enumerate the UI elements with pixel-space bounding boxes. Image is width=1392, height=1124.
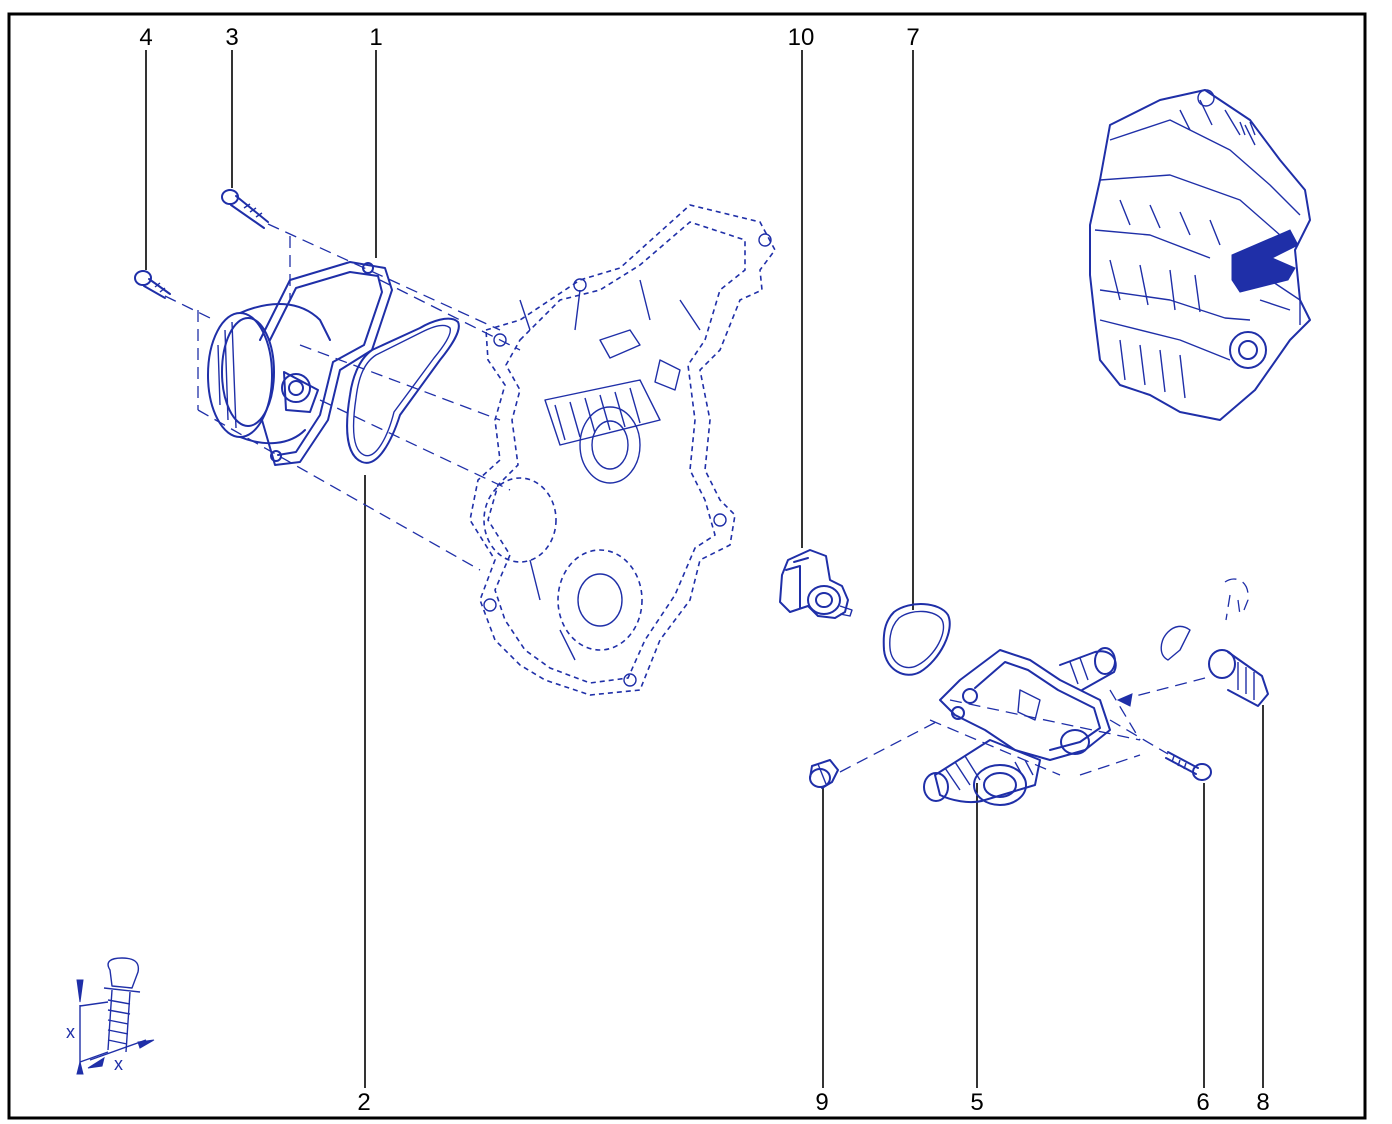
seal-ring-7 <box>882 603 951 676</box>
timing-cover <box>469 204 776 696</box>
callout-1: 1 <box>369 24 382 51</box>
callout-10: 10 <box>788 24 815 51</box>
callout-5: 5 <box>970 1089 983 1116</box>
callout-labels: 4 3 1 10 7 2 9 5 6 8 <box>139 24 1269 1116</box>
legend-x-horizontal: x <box>114 1054 123 1074</box>
thermostat <box>779 549 853 619</box>
leader-lines <box>145 50 1264 1088</box>
callout-7: 7 <box>906 24 919 51</box>
water-pump <box>207 261 393 466</box>
callout-3: 3 <box>225 24 238 51</box>
callout-8: 8 <box>1256 1089 1269 1116</box>
gasket-2 <box>346 317 460 464</box>
thermostat-housing <box>923 647 1141 806</box>
plug-9 <box>809 719 941 789</box>
bolt-4 <box>134 270 171 299</box>
callout-9: 9 <box>815 1089 828 1116</box>
assembly-lines-left <box>164 223 521 571</box>
callout-6: 6 <box>1196 1089 1209 1116</box>
bolt-length-legend: x x <box>66 957 155 1075</box>
legend-x-vertical: x <box>66 1022 75 1042</box>
diagram-border <box>7 12 1367 1120</box>
engine-overview <box>1089 89 1311 421</box>
callout-2: 2 <box>357 1089 370 1116</box>
bolt-6 <box>1109 719 1212 781</box>
callout-4: 4 <box>139 24 152 51</box>
temperature-sensor <box>1116 578 1269 707</box>
bolt-3 <box>221 189 269 229</box>
